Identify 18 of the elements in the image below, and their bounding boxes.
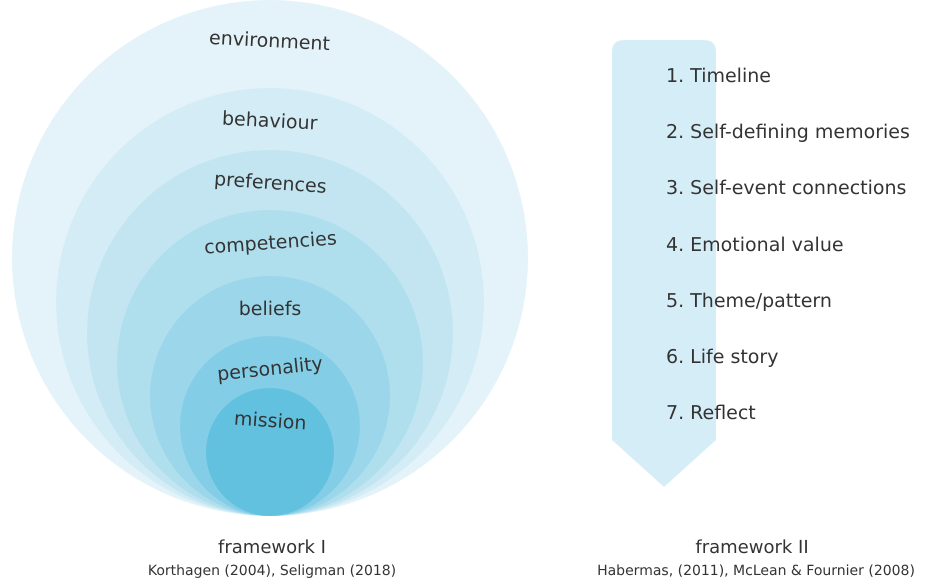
citation-text: Habermas, (2011), McLean & Fournier (2008) (597, 563, 915, 579)
layer-label: preferences (213, 168, 327, 198)
step-text: 4. Emotional value (666, 234, 844, 256)
framework-title: framework II (695, 537, 809, 558)
step-text: 5. Theme/pattern (666, 290, 832, 312)
step-text: 2. Self-defining memories (666, 121, 910, 144)
framework-title: framework I (218, 537, 326, 558)
layer-label: competencies (202, 227, 337, 259)
citation-text: Korthagen (2004), Seligman (2018) (148, 563, 396, 579)
step-text: 3. Self-event connections (666, 177, 906, 200)
step-text: 1. Timeline (666, 65, 771, 87)
layer-label: personality (216, 352, 324, 386)
layer-label: beliefs (238, 298, 302, 320)
layer-label: behaviour (222, 108, 318, 134)
layer-label: mission (233, 408, 307, 434)
layer-label: environment (209, 26, 331, 56)
step-text: 7. Reflect (666, 402, 756, 424)
step-text: 6. Life story (666, 346, 778, 368)
